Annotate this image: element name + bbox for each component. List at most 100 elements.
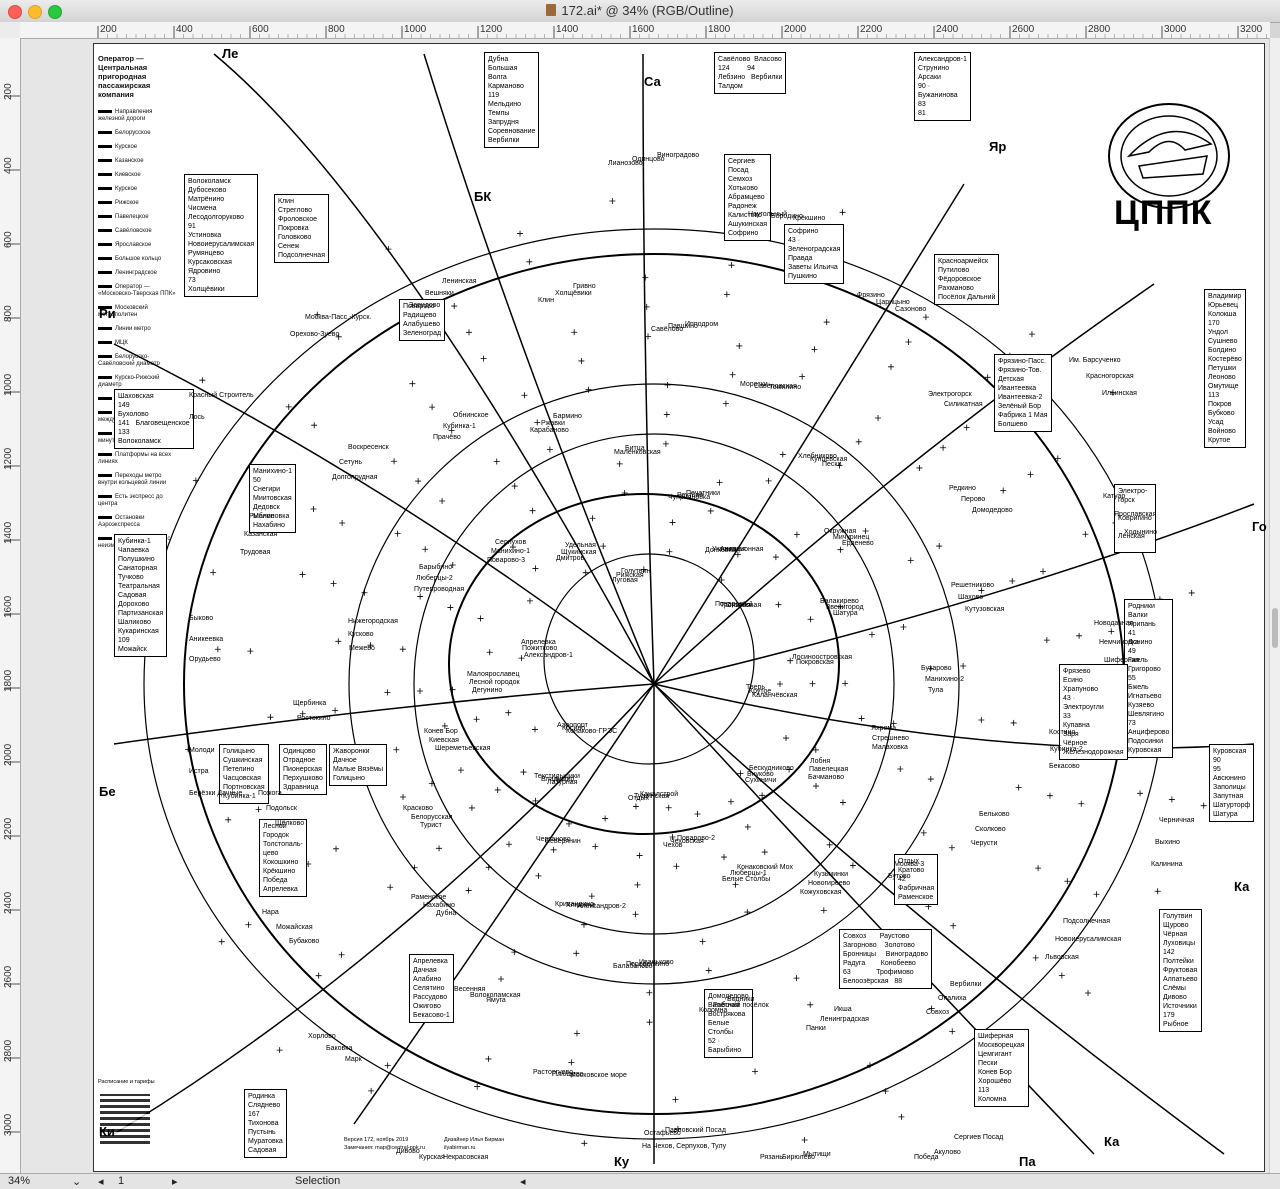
station-tick — [674, 1126, 681, 1133]
station-label: Им. Барсученко — [1069, 357, 1121, 364]
station-label: Каланчёвская — [752, 692, 798, 699]
station-label: Плющево — [552, 1071, 584, 1078]
minimize-window-button[interactable] — [28, 5, 42, 19]
railway-line — [653, 183, 965, 685]
status-bar: 34% ⌄ ◂ 1 ▸ Selection ◂ — [0, 1173, 1280, 1189]
ruler-tick-label: 2600 — [3, 965, 14, 988]
station-label: Обнинское — [453, 412, 489, 419]
next-artboard-button[interactable]: ▸ — [172, 1176, 178, 1188]
station-tick — [333, 845, 340, 852]
station-label: Выхино — [1155, 839, 1180, 846]
station-label: Щербинка — [293, 700, 327, 707]
station-label: Лазурная — [547, 779, 578, 786]
station-tick — [807, 1001, 814, 1008]
station-label: Стрешнево — [872, 735, 909, 742]
station-tick — [1082, 531, 1089, 538]
legend-line-swatch — [98, 431, 112, 435]
station-tick — [949, 1028, 956, 1035]
railway-map-lines — [113, 53, 1255, 1164]
station-tick — [772, 554, 779, 561]
railway-line — [653, 283, 1155, 685]
station-label: Дивово — [396, 1148, 420, 1155]
station-label: Бубаково — [289, 938, 320, 945]
station-tick — [394, 530, 401, 537]
station-label: Водники — [727, 996, 755, 1003]
footer-designer-site: ilyabirman.ru — [444, 1145, 476, 1151]
station-tick — [526, 258, 533, 265]
ruler-tick-label: 3200 — [1240, 24, 1263, 35]
station-label: Павшино — [668, 323, 698, 330]
legend-item-label: Переходы метро внутри кольцевой линии — [98, 473, 167, 486]
station-label: Томилино — [769, 384, 802, 391]
legend-line-swatch — [98, 242, 112, 246]
legend-line-swatch — [98, 284, 112, 288]
station-tick — [936, 543, 943, 550]
ruler-tick-label: 600 — [252, 24, 269, 35]
station-label: Ямуга — [486, 997, 506, 1004]
legend-line-swatch — [98, 158, 112, 162]
document-canvas[interactable]: Оператор — Центральная пригородная пасса… — [21, 39, 1270, 1174]
station-label: Подсолнечная — [1063, 918, 1110, 925]
central-ring-line — [448, 493, 840, 835]
station-label: Бекасово — [1049, 763, 1080, 770]
station-label: Чеховская — [670, 838, 704, 845]
station-label: Троицкая — [720, 602, 751, 609]
station-label: Шереметьевская — [435, 745, 491, 752]
station-label: Северянин — [545, 838, 581, 845]
legend-item: Рижское — [98, 200, 178, 207]
close-window-button[interactable] — [8, 5, 22, 19]
station-label: Лианозово — [608, 160, 643, 167]
station-tick — [361, 589, 368, 596]
station-tick — [837, 603, 844, 610]
zoom-dropdown-icon[interactable]: ⌄ — [72, 1176, 82, 1188]
station-label: Костино — [1049, 729, 1076, 736]
vertical-scroll-thumb[interactable] — [1272, 608, 1278, 648]
station-tick — [849, 862, 856, 869]
artboard-number[interactable]: 1 — [118, 1175, 125, 1187]
station-label: Наугольный — [748, 211, 788, 218]
vertical-scrollbar[interactable] — [1269, 38, 1280, 1174]
zoom-level[interactable]: 34% — [8, 1175, 31, 1187]
station-tick — [494, 786, 501, 793]
status-scroll-left[interactable]: ◂ — [520, 1176, 526, 1188]
ruler-tick-label: 800 — [328, 24, 345, 35]
station-tick — [722, 400, 729, 407]
station-label: Берёзки Дачные — [189, 790, 243, 797]
station-tick — [225, 816, 232, 823]
station-label: Щукинская — [561, 549, 597, 556]
direction-label: Ки — [99, 1124, 115, 1139]
station-group-box: Клин Стреглово Фроловское Покровка Голов… — [274, 194, 329, 263]
station-tick — [465, 329, 472, 336]
station-tick — [837, 546, 844, 553]
station-label: Пожитково — [522, 645, 558, 652]
station-label: Поварово-3 — [487, 557, 526, 564]
ruler-tick-label: 2600 — [1012, 24, 1035, 35]
station-label: Черничная — [1159, 817, 1195, 824]
artboard[interactable]: Оператор — Центральная пригородная пасса… — [93, 43, 1267, 1172]
station-tick — [783, 735, 790, 742]
station-tick — [662, 440, 669, 447]
station-tick — [526, 597, 533, 604]
station-tick — [920, 829, 927, 836]
station-label: Шиферная — [1104, 657, 1140, 664]
prev-artboard-button[interactable]: ◂ — [98, 1176, 104, 1188]
window-title-wrap: 172.ai* @ 34% (RGB/Outline) — [0, 0, 1280, 22]
station-label: Павловский Посад — [665, 1127, 726, 1134]
station-tick — [875, 415, 882, 422]
station-tick — [534, 419, 541, 426]
station-tick — [759, 792, 766, 799]
footer-bottom-caption: На Чехов, Серпухов, Тулу — [642, 1143, 727, 1150]
station-label: Отдых — [628, 795, 650, 802]
legend-line-swatch — [98, 396, 112, 400]
station-tick — [276, 1047, 283, 1054]
station-tick — [1058, 972, 1065, 979]
station-tick — [897, 766, 904, 773]
zoom-window-button[interactable] — [48, 5, 62, 19]
ruler-corner[interactable] — [0, 22, 21, 39]
station-tick — [960, 663, 967, 670]
direction-label: Ле — [222, 46, 239, 61]
station-tick — [1188, 589, 1195, 596]
